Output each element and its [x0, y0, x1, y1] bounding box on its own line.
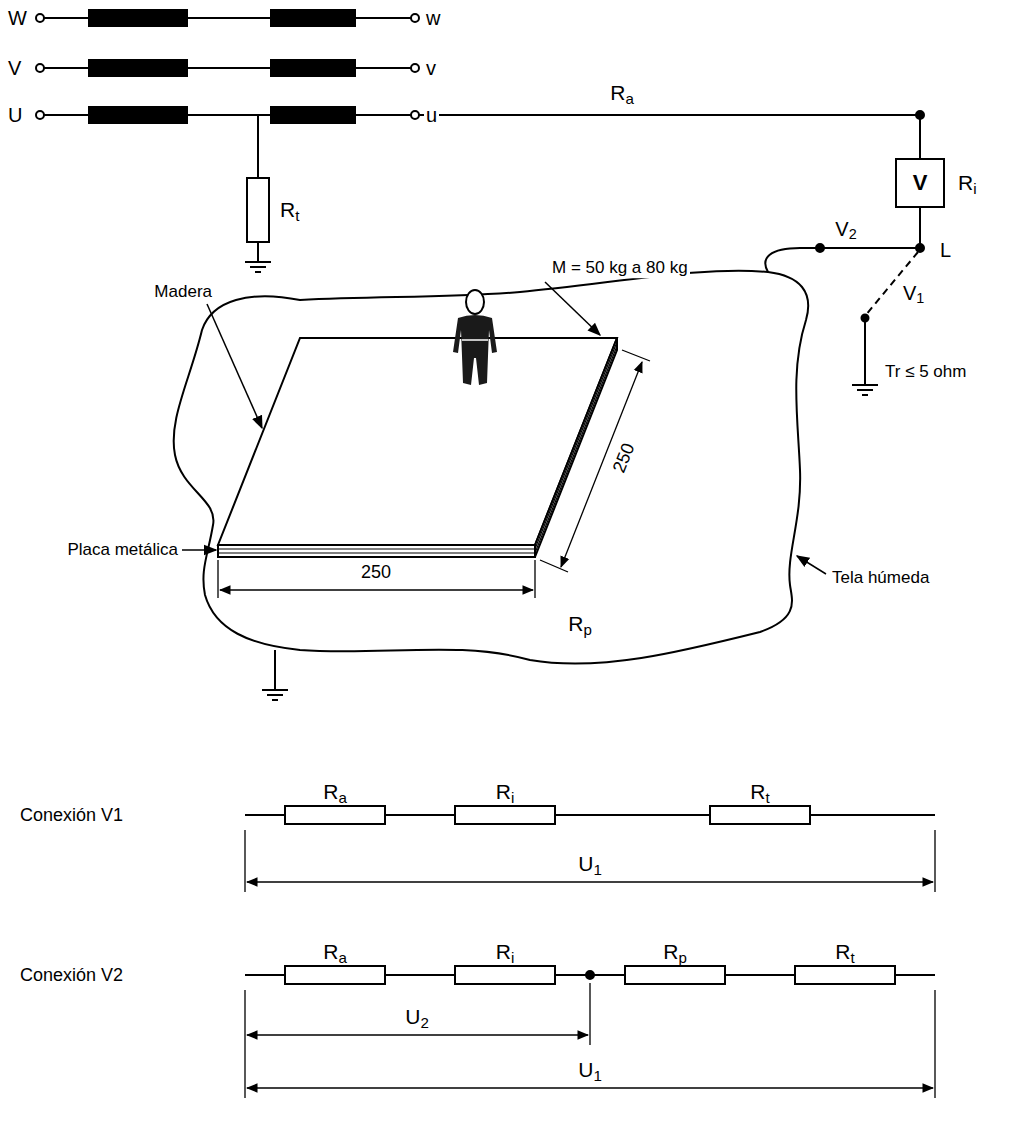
terminal-label: V: [6, 57, 23, 80]
part-label: Madera: [152, 282, 214, 302]
resistance-label: Ra: [321, 940, 349, 964]
terminal-label: w: [424, 7, 442, 30]
voltage-label: U1: [576, 1058, 604, 1082]
wire: [274, 650, 276, 690]
connection-label: V2: [833, 218, 858, 241]
resistance-label: Rp: [566, 612, 594, 636]
part-label: Tela húmeda: [830, 568, 931, 588]
equivalent-circuit: [245, 966, 935, 1098]
resistance-label: Ra: [321, 780, 349, 804]
voltage-label: U2: [403, 1005, 431, 1029]
equivalent-circuit: [245, 806, 935, 892]
leader-line: [182, 282, 826, 574]
dimension-label: 250: [359, 562, 393, 583]
circuit-title: Conexión V2: [18, 965, 125, 986]
resistance-label: Ri: [956, 171, 979, 195]
mass-note: M = 50 kg a 80 kg: [550, 258, 690, 278]
instrument-symbol: V: [913, 170, 928, 196]
part-label: Placa metálica: [65, 540, 180, 560]
platform: [218, 338, 617, 557]
winding-symbol: [88, 9, 356, 124]
phase-lines: [36, 14, 419, 119]
terminal-label: u: [424, 104, 439, 127]
resistance-label: Rt: [748, 780, 771, 804]
resistance-label: Ra: [608, 81, 636, 105]
voltmeter-box: V: [895, 158, 945, 208]
terminal-label: W: [6, 7, 29, 30]
terminal-label: U: [6, 104, 24, 127]
person-figure: [453, 290, 497, 385]
dimension-line: [218, 350, 650, 598]
resistance-label: Ri: [494, 940, 517, 964]
ground-note: Tr ≤ 5 ohm: [883, 362, 968, 382]
terminal-label: v: [424, 57, 438, 80]
wet-cloth: [174, 271, 809, 664]
point-label: L: [938, 239, 953, 262]
circuit-title: Conexión V1: [18, 805, 125, 826]
resistance-label: Ri: [494, 780, 517, 804]
connection-label: V1: [901, 282, 926, 305]
dimension-label: 250: [608, 438, 640, 477]
resistance-label: Rp: [661, 940, 689, 964]
resistance-label: Rt: [833, 940, 856, 964]
resistance-label: Rt: [278, 198, 301, 222]
wire: [419, 111, 924, 395]
voltage-label: U1: [576, 852, 604, 876]
resistor-symbol: [245, 115, 271, 272]
